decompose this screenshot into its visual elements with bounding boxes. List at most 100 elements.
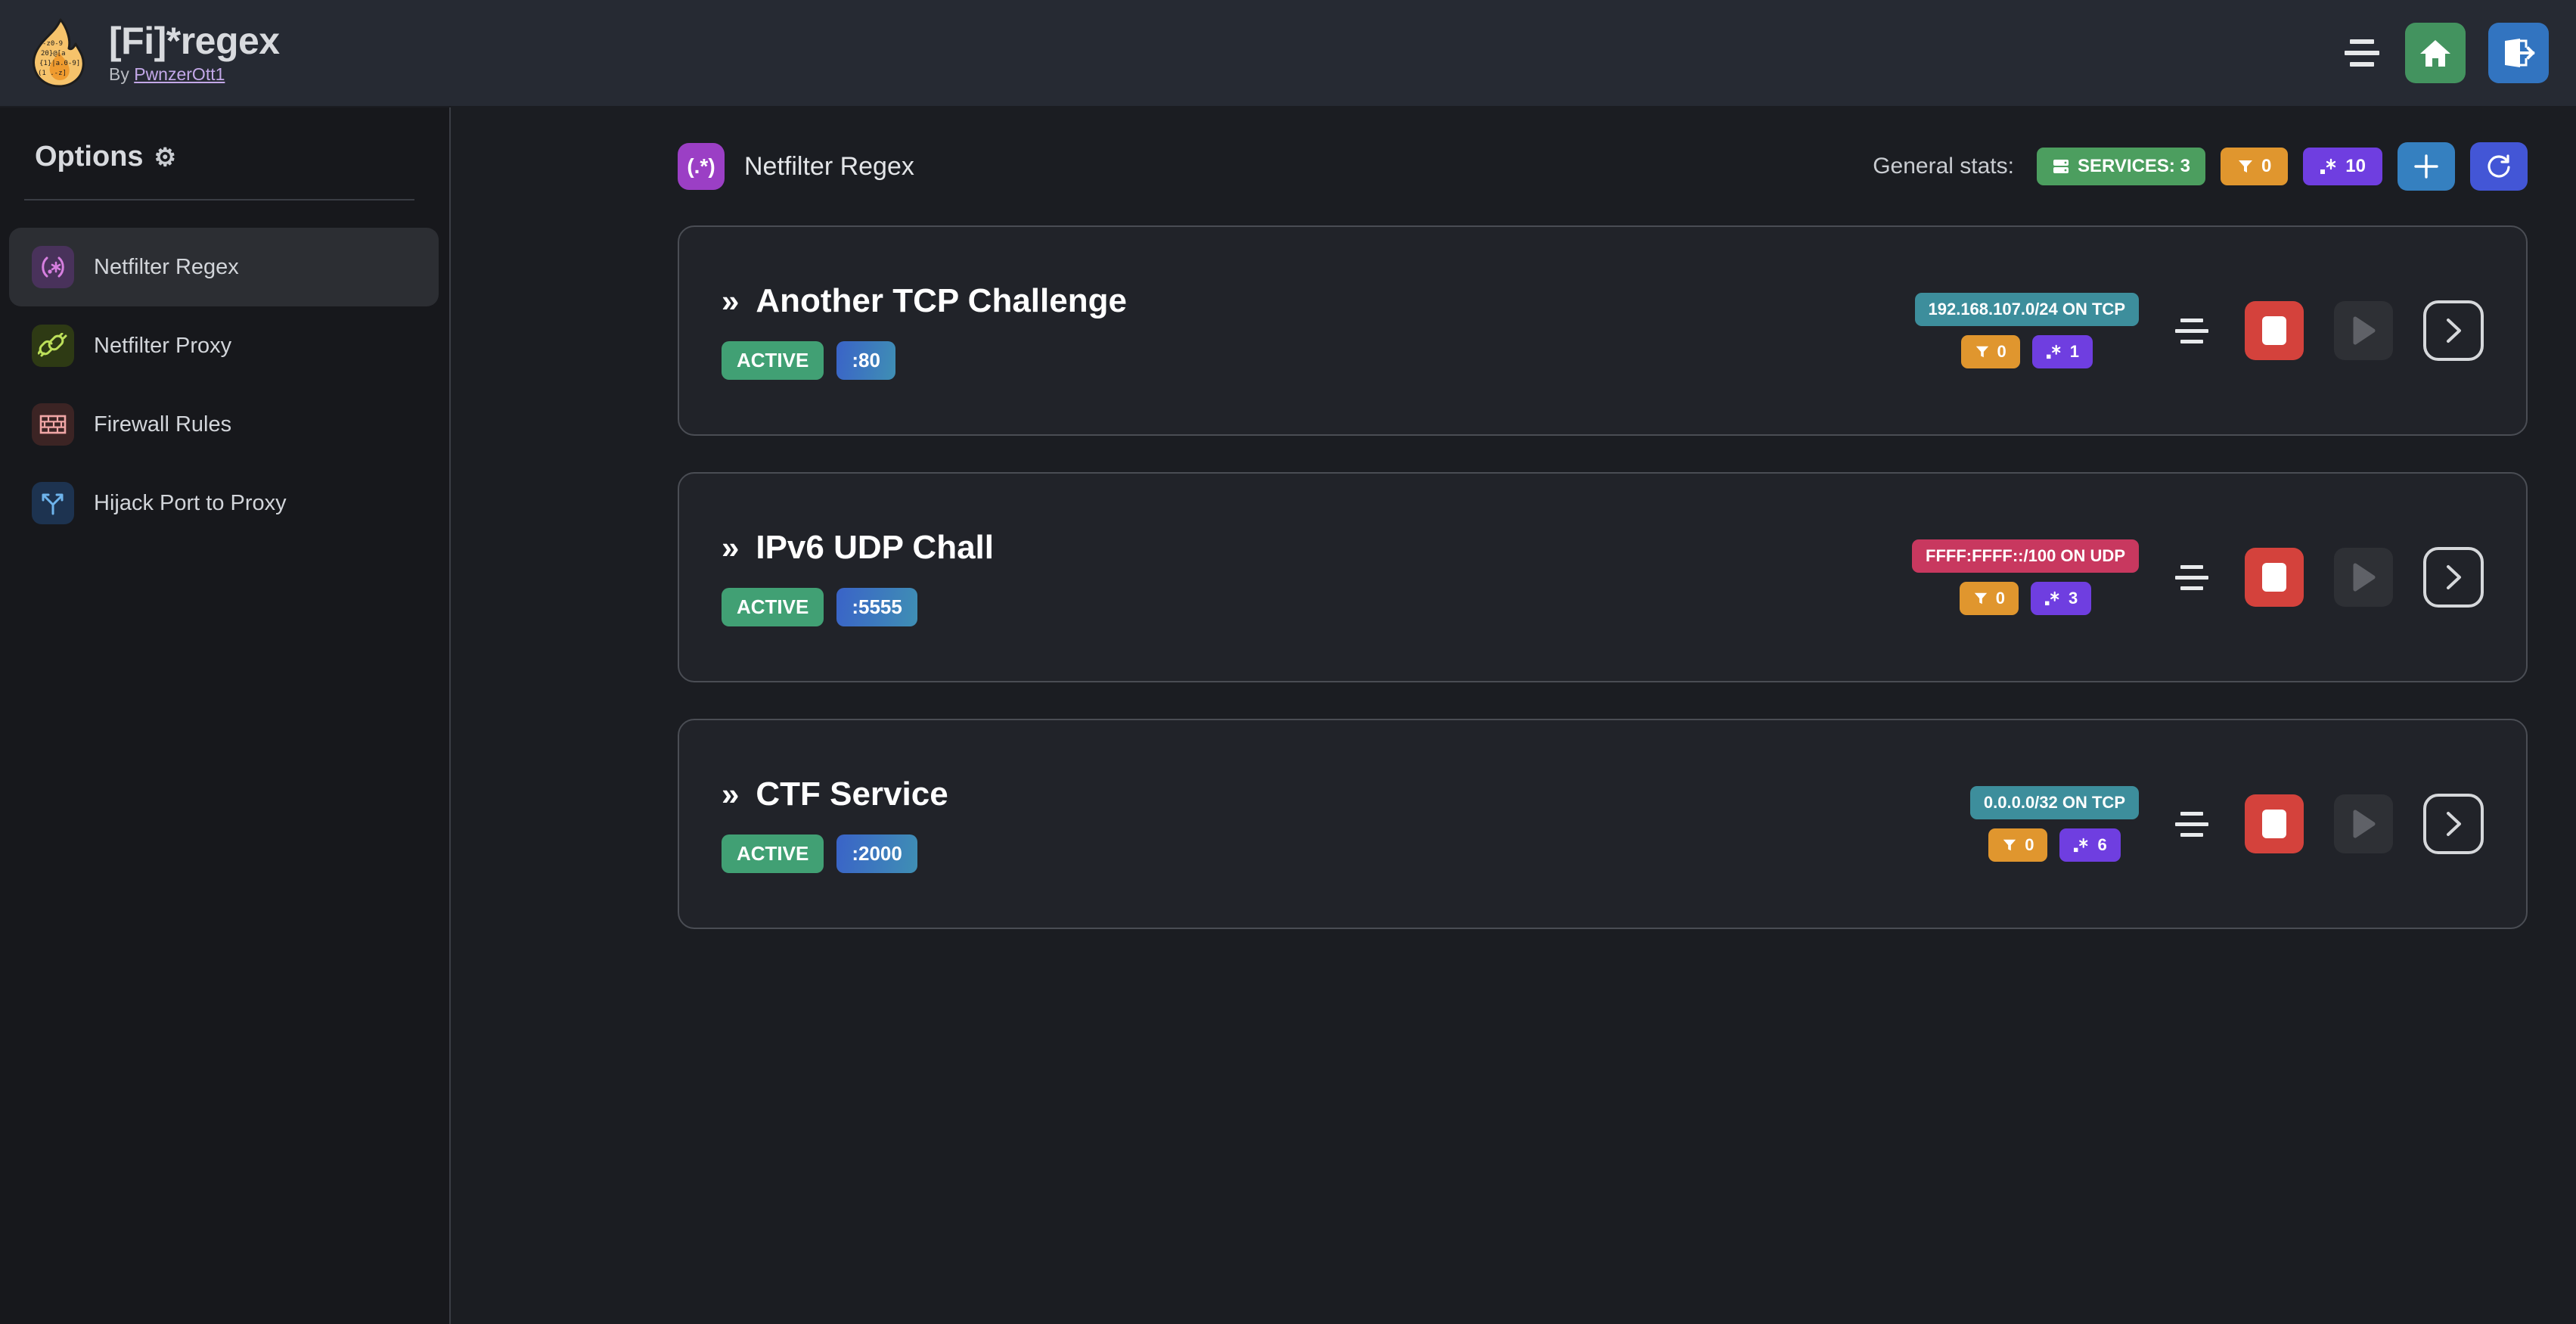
stop-button[interactable] (2245, 548, 2304, 607)
filters-count-label: 0 (2261, 156, 2272, 176)
regex-star-icon (2046, 344, 2061, 359)
play-icon (2353, 563, 2376, 592)
sidebar-item-label: Netfilter Regex (94, 254, 239, 279)
status-badge: ACTIVE (722, 834, 824, 873)
services-count-label: SERVICES: 3 (2077, 156, 2190, 176)
hamburger-menu-icon[interactable] (2342, 36, 2382, 70)
service-info: » IPv6 UDP Chall ACTIVE :5555 (722, 529, 994, 626)
service-info: » Another TCP Challenge ACTIVE :80 (722, 282, 1127, 380)
svg-text:20}@[a: 20}@[a (41, 50, 66, 57)
port-badge: :2000 (836, 834, 917, 873)
sidebar-item-label: Netfilter Proxy (94, 333, 232, 358)
service-filters-badge: 0 (1959, 582, 2019, 615)
add-service-button[interactable] (2398, 142, 2455, 191)
play-icon (2353, 810, 2376, 838)
service-name: IPv6 UDP Chall (756, 528, 994, 566)
chevron-double-right-icon: » (722, 529, 740, 565)
services-count-badge: SERVICES: 3 (2036, 148, 2205, 185)
sidebar-item-label: Firewall Rules (94, 412, 232, 437)
brickwall-icon (32, 403, 74, 446)
svg-text:(1 .-z]: (1 .-z] (38, 70, 67, 77)
service-regex-count: 3 (2069, 589, 2078, 608)
service-tags: ACTIVE :80 (722, 340, 1127, 380)
sidebar-item-label: Hijack Port to Proxy (94, 490, 287, 515)
status-badge: ACTIVE (722, 587, 824, 626)
chevron-right-icon (2447, 319, 2461, 343)
open-service-button[interactable] (2423, 547, 2484, 608)
chevron-double-right-icon: » (722, 282, 740, 319)
service-title: » IPv6 UDP Chall (722, 529, 994, 567)
port-badge: :80 (836, 340, 895, 380)
refresh-icon (2488, 154, 2510, 178)
service-regex-badge: 1 (2031, 335, 2093, 368)
stop-button[interactable] (2245, 301, 2304, 360)
app-title: [Fi]*regex (109, 19, 280, 62)
regex-count-label: 10 (2345, 156, 2366, 176)
sidebar: Options ⚙ Netfilter Regex (0, 107, 451, 1324)
service-counts: 0 3 (1959, 582, 2092, 615)
service-controls: 192.168.107.0/24 ON TCP 0 1 (1914, 293, 2484, 368)
sidebar-item-netfilter-regex[interactable]: Netfilter Regex (9, 228, 439, 306)
service-card[interactable]: » IPv6 UDP Chall ACTIVE :5555 FFFF:FFFF:… (678, 472, 2528, 682)
general-stats-label: General stats: (1873, 154, 2014, 179)
sidebar-divider (24, 199, 414, 200)
filter-icon (2003, 839, 2016, 851)
plus-icon (2414, 154, 2438, 179)
general-stats: General stats: SERVICES: 3 0 (1873, 142, 2528, 191)
svg-text:-z0-9: -z0-9 (42, 40, 63, 48)
filter-icon (1974, 592, 1987, 605)
open-service-button[interactable] (2423, 300, 2484, 361)
home-button[interactable] (2405, 23, 2466, 83)
sidebar-item-hijack-port-to-proxy[interactable]: Hijack Port to Proxy (9, 464, 439, 542)
service-menu-icon[interactable] (2169, 803, 2214, 845)
service-list: » Another TCP Challenge ACTIVE :80 192.1… (452, 191, 2576, 929)
logout-button[interactable] (2488, 23, 2549, 83)
service-network-info: 0.0.0.0/32 ON TCP 0 6 (1969, 786, 2139, 862)
network-badge: 0.0.0.0/32 ON TCP (1969, 786, 2139, 819)
network-badge: FFFF:FFFF::/100 ON UDP (1912, 539, 2139, 573)
stop-icon (2262, 810, 2286, 838)
top-bar-actions (2342, 23, 2576, 83)
play-button[interactable] (2334, 548, 2393, 607)
flame-regex-logo: -z0-9 20}@[a {1}|a.0-9] (1 .-z] (32, 18, 85, 88)
service-name: Another TCP Challenge (756, 281, 1127, 319)
stop-icon (2262, 563, 2286, 592)
service-menu-icon[interactable] (2169, 556, 2214, 598)
service-regex-count: 1 (2069, 342, 2079, 361)
play-button[interactable] (2334, 301, 2393, 360)
service-tags: ACTIVE :2000 (722, 834, 948, 873)
service-title: » CTF Service (722, 775, 948, 813)
regex-star-icon (2320, 158, 2336, 174)
regex-star-icon (2074, 838, 2088, 853)
service-filters-count: 0 (1997, 342, 2006, 361)
author-link[interactable]: PwnzerOtt1 (134, 64, 225, 85)
stop-button[interactable] (2245, 794, 2304, 853)
open-service-button[interactable] (2423, 794, 2484, 854)
sidebar-item-netfilter-proxy[interactable]: Netfilter Proxy (9, 306, 439, 385)
service-filters-count: 0 (1995, 589, 2005, 608)
brand: -z0-9 20}@[a {1}|a.0-9] (1 .-z] [Fi]*reg… (0, 18, 280, 88)
app-author: By PwnzerOtt1 (109, 64, 280, 85)
port-badge: :5555 (836, 587, 917, 626)
regex-star-icon (2045, 591, 2059, 606)
service-card[interactable]: » Another TCP Challenge ACTIVE :80 192.1… (678, 225, 2528, 436)
logout-icon (2505, 39, 2535, 67)
server-icon (2053, 160, 2069, 173)
filter-icon (2238, 160, 2252, 172)
service-filters-badge: 0 (1960, 335, 2020, 368)
service-filters-badge: 0 (1988, 828, 2048, 862)
service-regex-count: 6 (2097, 835, 2107, 854)
regex-page-icon: (.*) (678, 143, 725, 190)
sidebar-title: Options ⚙ (0, 141, 449, 173)
page-header: (.*) Netfilter Regex General stats: SERV… (452, 107, 2576, 191)
service-regex-badge: 3 (2031, 582, 2092, 615)
refresh-button[interactable] (2470, 142, 2528, 191)
sidebar-item-firewall-rules[interactable]: Firewall Rules (9, 385, 439, 464)
filter-icon (1975, 346, 1988, 358)
service-menu-icon[interactable] (2169, 309, 2214, 352)
service-card[interactable]: » CTF Service ACTIVE :2000 0.0.0.0/32 ON… (678, 719, 2528, 929)
service-network-info: FFFF:FFFF::/100 ON UDP 0 3 (1912, 539, 2139, 615)
chevron-double-right-icon: » (722, 775, 740, 812)
play-button[interactable] (2334, 794, 2393, 853)
service-filters-count: 0 (2025, 835, 2034, 854)
